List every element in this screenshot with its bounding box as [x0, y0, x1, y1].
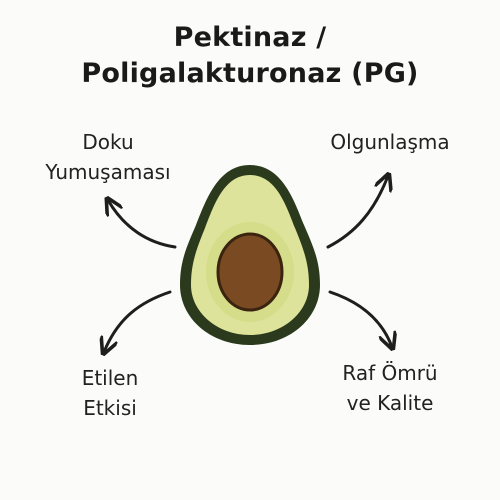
label-ripening: Olgunlaşma [300, 127, 480, 157]
avocado-half-icon [180, 165, 320, 345]
label-ethylene-effect: Etilen Etkisi [40, 363, 180, 423]
label-ripening-line-1: Olgunlaşma [330, 130, 450, 154]
label-ethylene-line-2: Etkisi [83, 396, 137, 420]
label-shelf-line-1: Raf Ömrü [342, 361, 438, 385]
arrow-down-right-icon [328, 290, 392, 347]
arrow-down-left-icon [104, 290, 172, 352]
title-line-1: Pektinaz / [173, 22, 327, 53]
label-shelf-life-quality: Raf Ömrü ve Kalite [300, 358, 480, 418]
title-line-2: Poligalakturonaz (PG) [81, 58, 419, 89]
arrow-up-left-icon [108, 200, 177, 249]
arrow-up-right-icon [326, 176, 388, 249]
label-texture-line-2: Yumuşaması [45, 160, 171, 184]
label-texture-line-1: Doku [82, 130, 134, 154]
label-shelf-line-2: ve Kalite [346, 391, 434, 415]
label-texture-softening: Doku Yumuşaması [18, 127, 198, 187]
label-ethylene-line-1: Etilen [81, 366, 139, 390]
avocado-seed-icon [216, 232, 284, 312]
